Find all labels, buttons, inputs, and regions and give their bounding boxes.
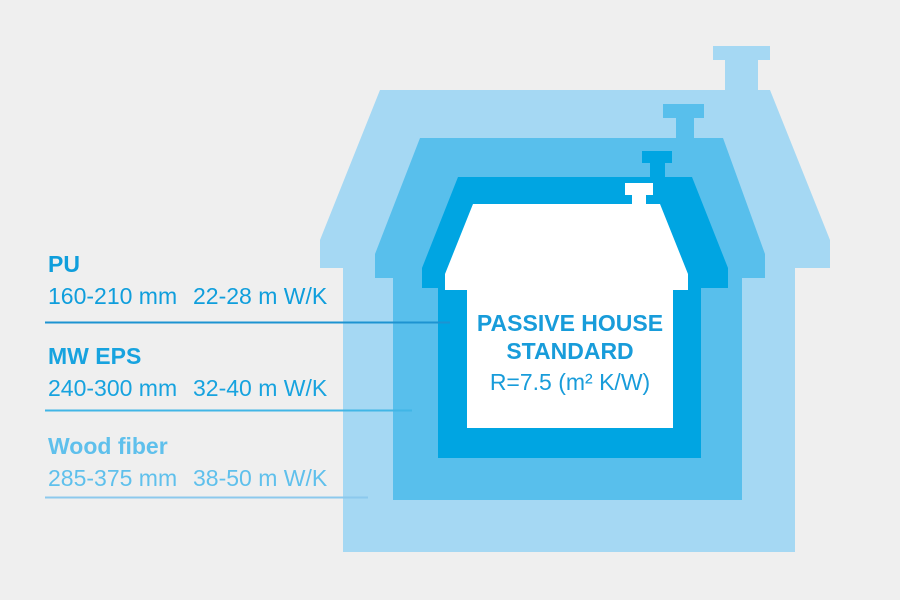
mw-eps-name: MW EPS [48, 343, 142, 369]
wood-fiber-name: Wood fiber [48, 433, 168, 459]
pu-thickness: 160-210 mm [48, 283, 178, 309]
caption-r-value: R=7.5 (m² K/W) [489, 369, 651, 395]
layer-label-wood-fiber: Wood fiber 285-375 mm 38-50 m W/K [48, 435, 327, 490]
center-house-shape [445, 204, 688, 428]
wood-fiber-conductivity: 38-50 m W/K [193, 465, 328, 491]
caption-line2: STANDARD [506, 338, 634, 364]
pu-conductivity: 22-28 m W/K [193, 283, 328, 309]
mw-eps-thickness: 240-300 mm [48, 375, 178, 401]
pu-name: PU [48, 251, 80, 277]
layer-label-mw-eps: MW EPS 240-300 mm 32-40 m W/K [48, 345, 327, 400]
wood-fiber-values: 285-375 mm 38-50 m W/K [48, 467, 327, 490]
house-layer-center [445, 183, 688, 428]
wood-fiber-thickness: 285-375 mm [48, 465, 178, 491]
mw-eps-values: 240-300 mm 32-40 m W/K [48, 377, 327, 400]
passive-house-caption: PASSIVE HOUSE STANDARD R=7.5 (m² K/W) [455, 312, 685, 394]
caption-line1: PASSIVE HOUSE [476, 310, 664, 336]
layer-label-pu: PU 160-210 mm 22-28 m W/K [48, 253, 327, 308]
mw-eps-conductivity: 32-40 m W/K [193, 375, 328, 401]
pu-values: 160-210 mm 22-28 m W/K [48, 285, 327, 308]
